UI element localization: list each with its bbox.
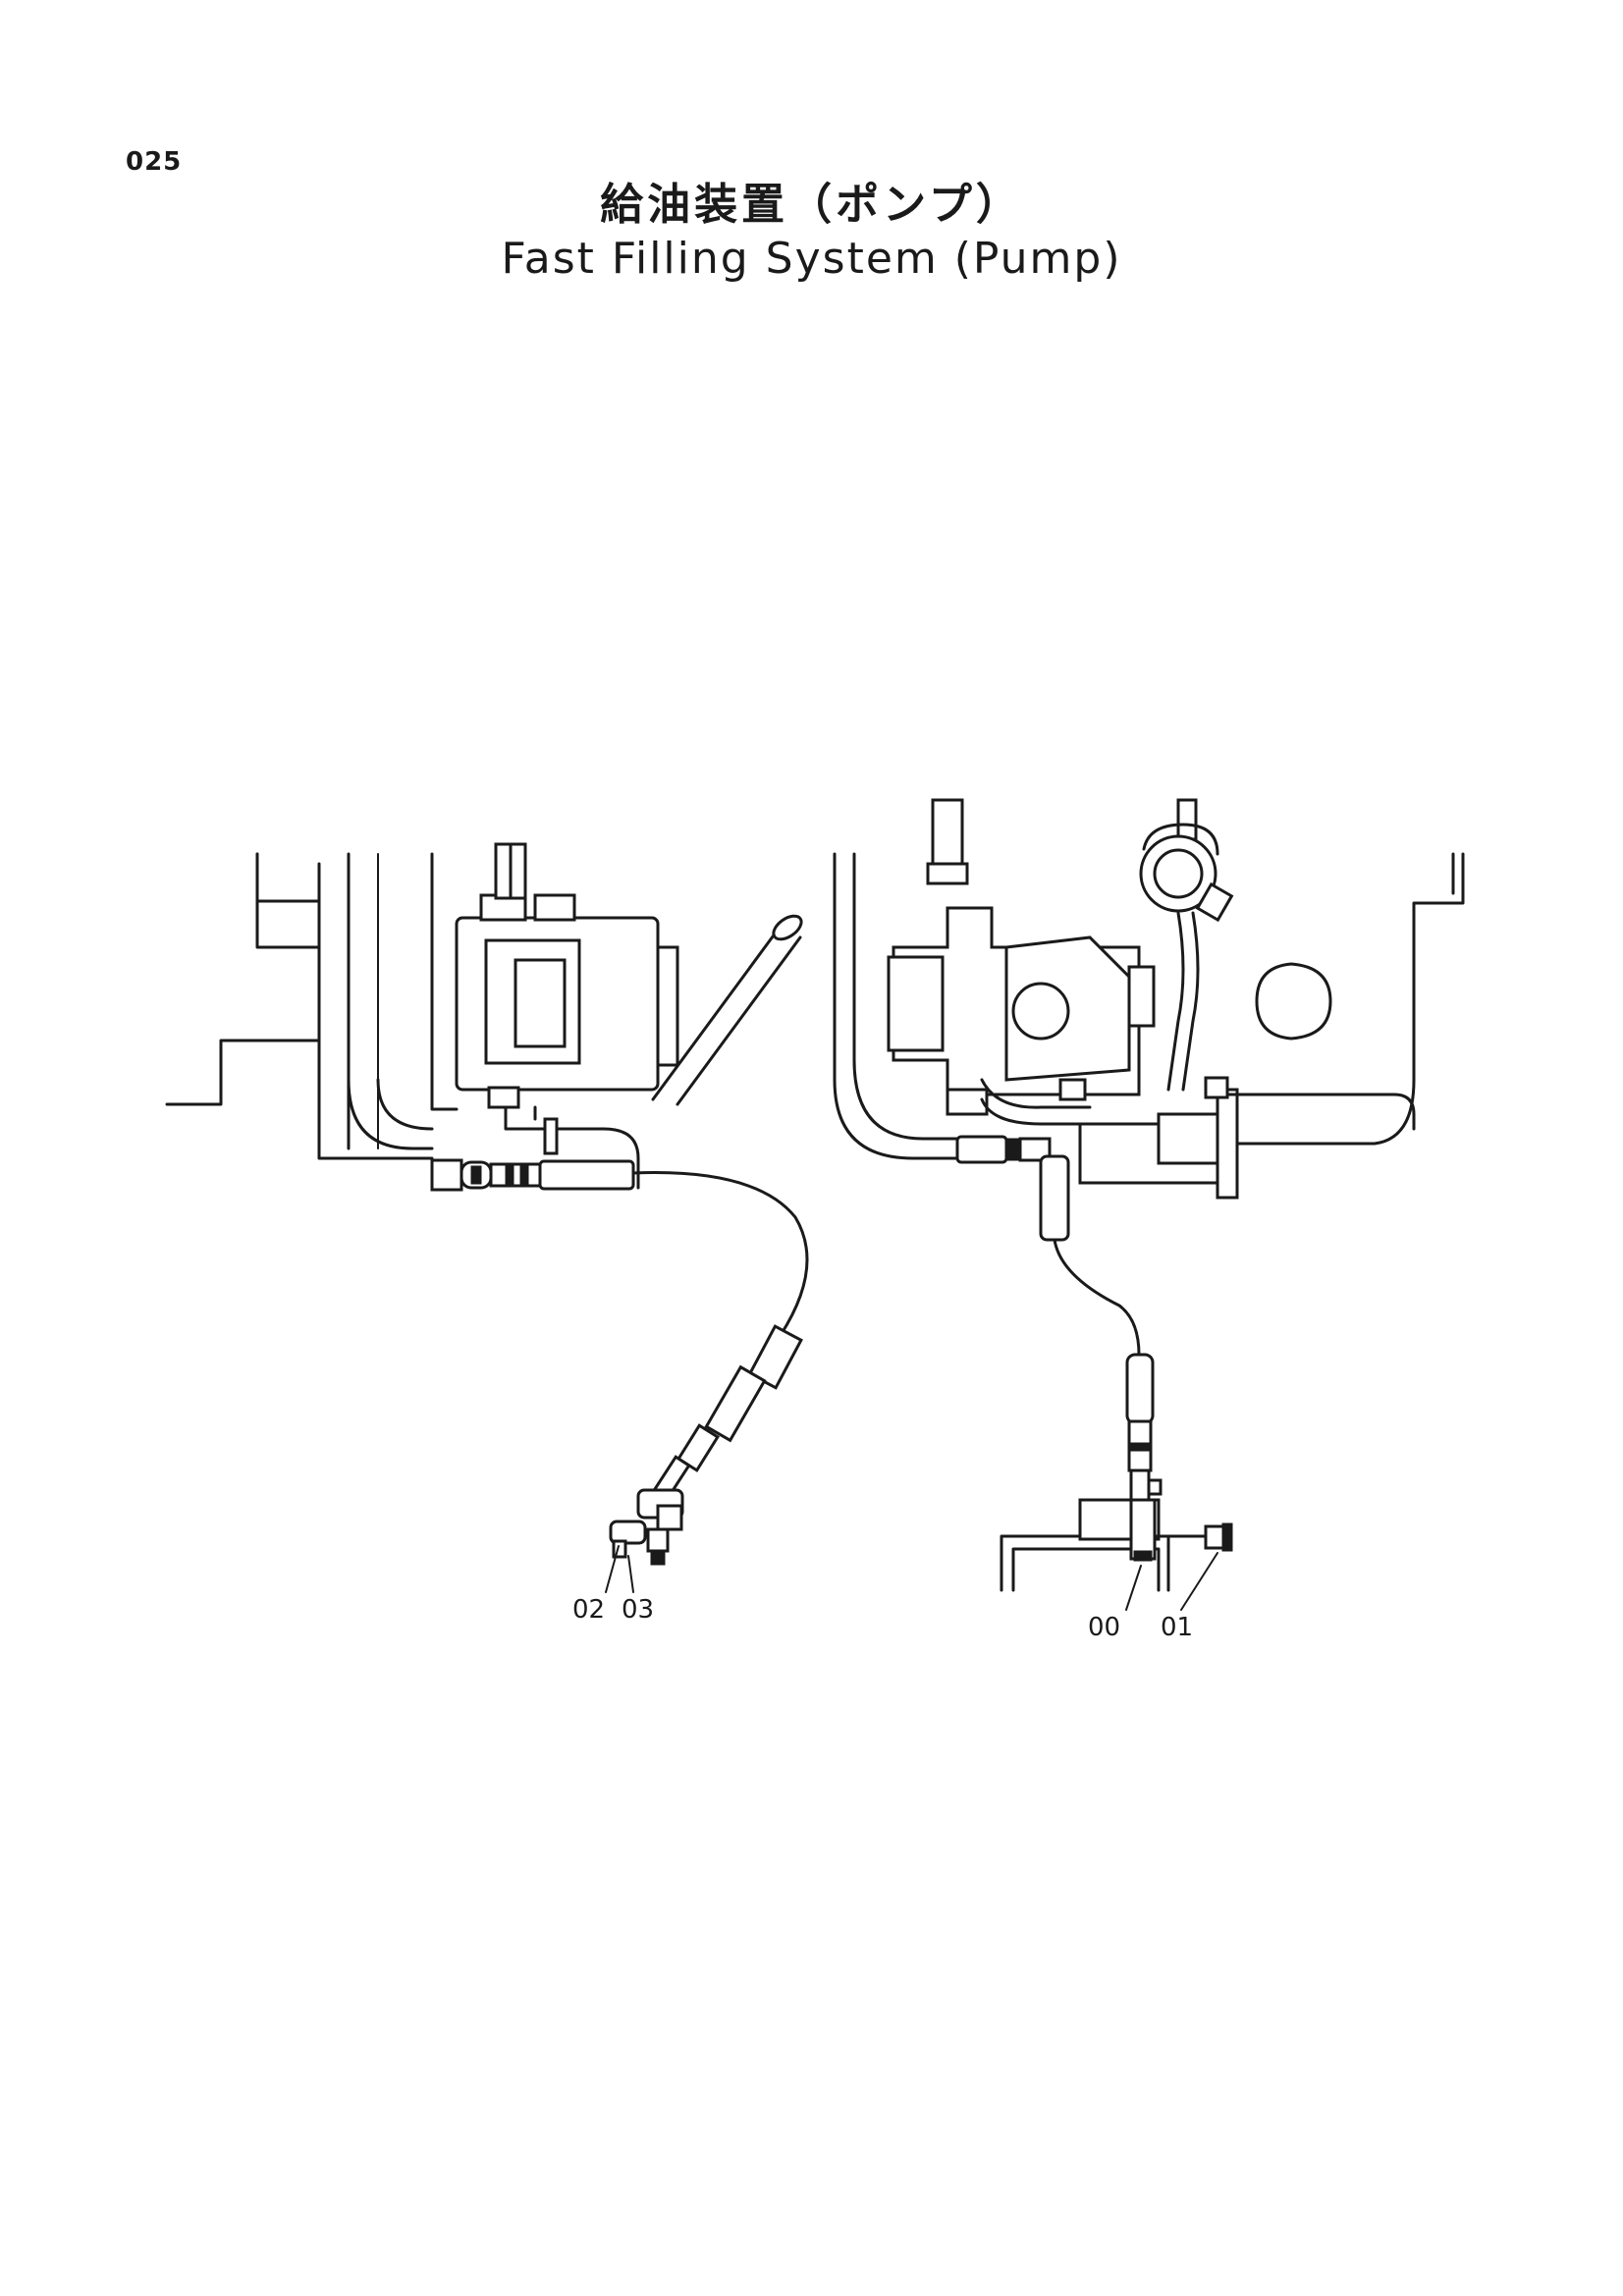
callout-label: 01	[1161, 1613, 1193, 1642]
page-title-english: Fast Filling System (Pump)	[501, 234, 1122, 284]
page-number: 025	[126, 147, 183, 177]
callout-label: 03	[622, 1595, 654, 1625]
page-title-japanese: 給油装置（ポンプ）	[600, 180, 1023, 230]
left-pump-assembly	[165, 842, 809, 1593]
right-pump-assembly	[833, 798, 1465, 1611]
callout-label: 00	[1088, 1613, 1120, 1642]
callout-label: 02	[572, 1595, 605, 1625]
